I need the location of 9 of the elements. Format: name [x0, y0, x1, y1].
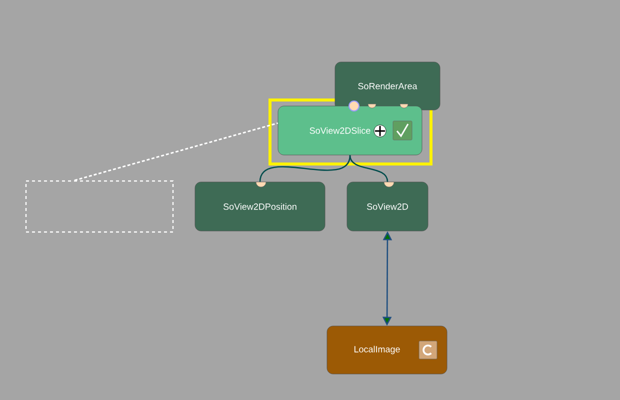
module-box: SoView2DSlice: [278, 106, 422, 156]
module-box: LocalImage: [326, 326, 448, 374]
placeholder-box: [25, 180, 174, 233]
connection-line: [74, 122, 278, 182]
module-box: SoView2D: [346, 182, 428, 232]
connection-line: [259, 155, 351, 182]
connection-line: [349, 155, 388, 182]
module-box: SoView2DPosition: [194, 182, 326, 232]
module-box: SoRenderArea: [334, 62, 440, 110]
